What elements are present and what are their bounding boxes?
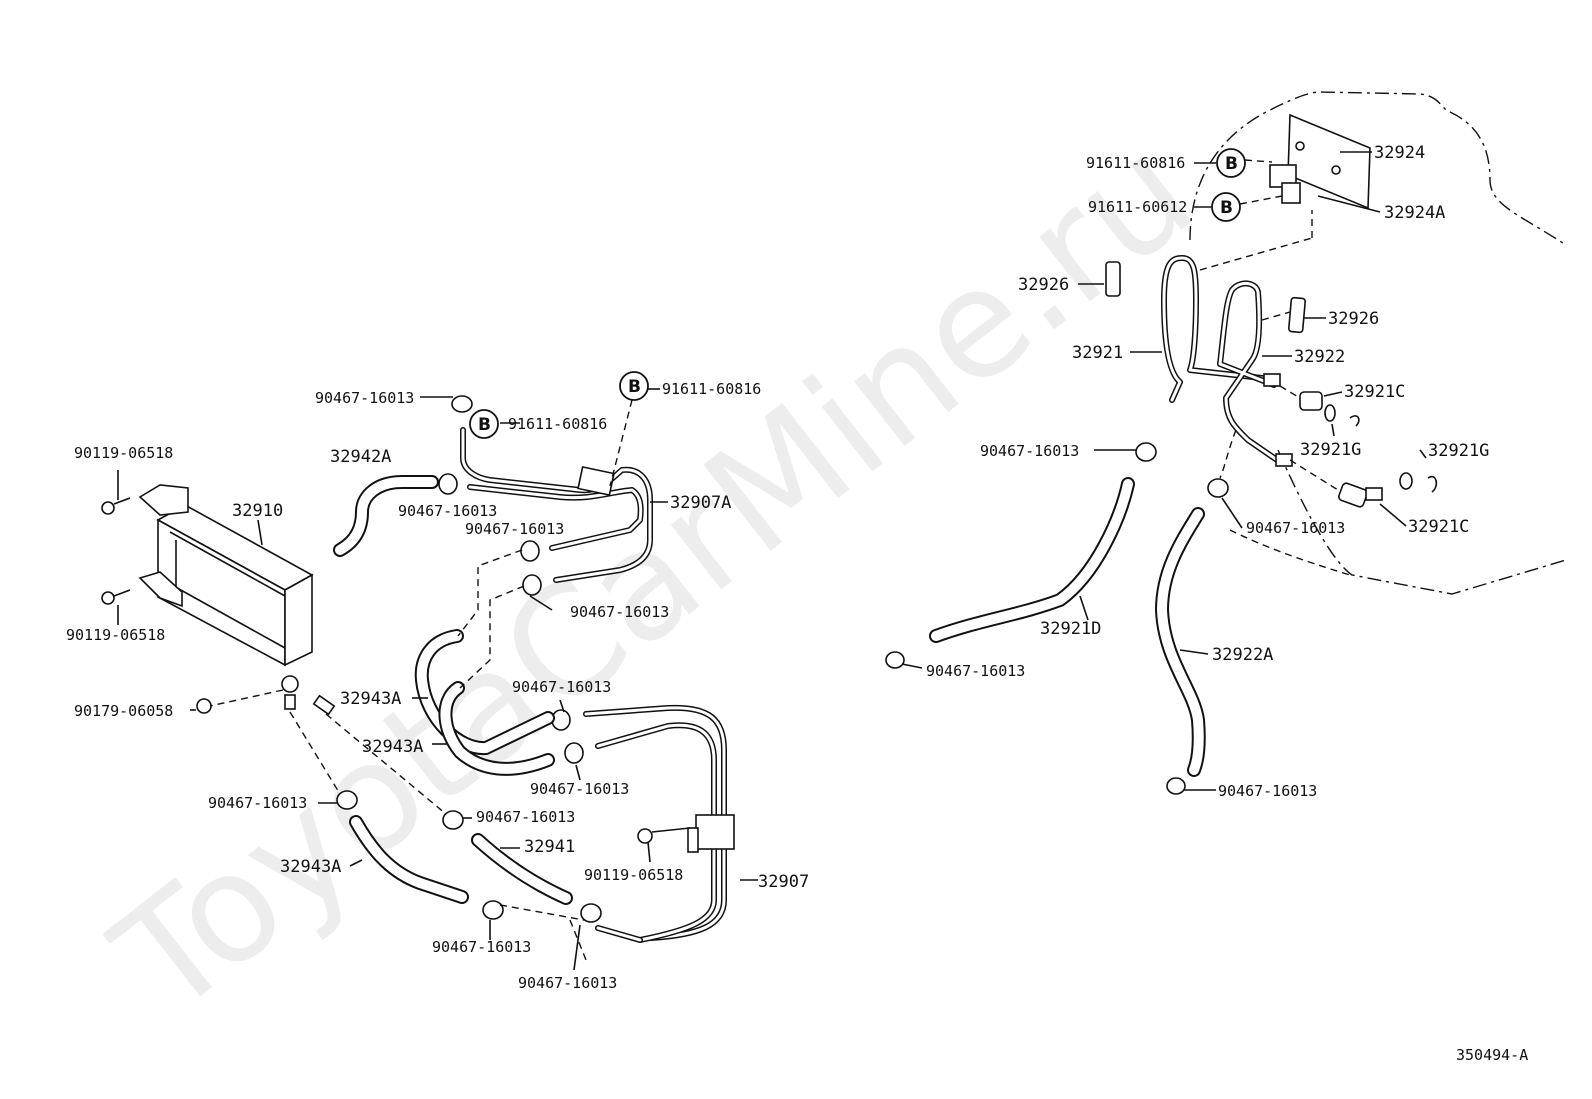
label-clamp: 90467-16013: [926, 662, 1025, 680]
label-nut: 90179-06058: [74, 702, 173, 720]
fitting-32921C: [1299, 391, 1383, 508]
pipe-32907: [583, 704, 735, 943]
callout-b-icon: B B: [1211, 148, 1246, 222]
dashed-leaders: [1199, 159, 1351, 576]
label-clamp: 90467-16013: [398, 502, 497, 520]
pipe-32907A: [460, 427, 653, 583]
label-hose: 32922A: [1212, 645, 1273, 665]
label-clamp: 90467-16013: [570, 603, 669, 621]
label-bolt: 91611-60816: [662, 380, 761, 398]
label-hose: 32941: [524, 837, 575, 857]
label-clamp: 90467-16013: [432, 938, 531, 956]
label-bolt: 90119-06518: [66, 626, 165, 644]
label-clamp: 90467-16013: [512, 678, 611, 696]
label-clamp: 90467-16013: [530, 780, 629, 798]
svg-text:B: B: [1220, 198, 1233, 218]
clamp-icon: [336, 395, 602, 923]
label-clamp: 90467-16013: [980, 442, 1079, 460]
label-fitting: 32921C: [1408, 517, 1469, 537]
label-clamp: 90467-16013: [1218, 782, 1317, 800]
label-hose: 32942A: [330, 447, 391, 467]
hose-32922A: [1155, 507, 1206, 777]
label-bolt: 90119-06518: [584, 866, 683, 884]
label-hose: 32921D: [1040, 619, 1101, 639]
svg-text:B: B: [628, 377, 641, 397]
callout-b-icon: B B: [469, 371, 649, 439]
hose-32941: [471, 833, 573, 905]
label-pipe: 32921: [1072, 343, 1123, 363]
sleeve-32926: [1105, 261, 1307, 334]
label-bolt: 91611-60816: [508, 415, 607, 433]
label-clamp: 90467-16013: [465, 520, 564, 538]
label-clamp: 90467-16013: [476, 808, 575, 826]
label-clamp: 90467-16013: [518, 974, 617, 992]
label-hose: 32943A: [280, 857, 341, 877]
label-hose: 32943A: [362, 737, 423, 757]
label-o-ring: 32921G: [1300, 440, 1361, 460]
label-bolt: 91611-60612: [1088, 198, 1187, 216]
hose-32943A: [349, 629, 555, 904]
label-sleeve: 32926: [1018, 275, 1069, 295]
bolt-icon: [637, 827, 691, 844]
hose-32942A: [333, 475, 439, 557]
clamp-icon: [885, 442, 1229, 795]
svg-text:B: B: [478, 415, 491, 435]
label-bolt: 91611-60816: [1086, 154, 1185, 172]
hose-32921D: [929, 477, 1135, 643]
oil-cooler: [138, 484, 336, 716]
label-o-ring: 32921G: [1428, 441, 1489, 461]
label-fitting: 32921C: [1344, 382, 1405, 402]
bolt-icon: [101, 497, 212, 714]
bracket-32924: [1269, 113, 1371, 210]
label-clamp: 90467-16013: [315, 389, 414, 407]
label-pipe: 32907A: [670, 493, 731, 513]
leader-lines: [901, 151, 1427, 791]
label-clamp: 90467-16013: [208, 794, 307, 812]
label-bracket: 32924A: [1384, 203, 1445, 223]
pipe-32922: [1217, 280, 1293, 467]
o-ring-32921G: [1324, 404, 1438, 493]
body-outline: [1189, 91, 1567, 595]
label-oil-cooler: 32910: [232, 501, 283, 521]
label-pipe: 32907: [758, 872, 809, 892]
svg-text:B: B: [1225, 154, 1238, 174]
label-bracket: 32924: [1374, 143, 1425, 163]
label-hose: 32943A: [340, 689, 401, 709]
pipe-32921: [1161, 255, 1265, 403]
label-clamp: 90467-16013: [1246, 519, 1345, 537]
label-sleeve: 32926: [1328, 309, 1379, 329]
label-pipe: 32922: [1294, 347, 1345, 367]
label-bolt: 90119-06518: [74, 444, 173, 462]
diagram-id: 350494-A: [1456, 1046, 1528, 1064]
dashed-leaders: [209, 399, 633, 961]
